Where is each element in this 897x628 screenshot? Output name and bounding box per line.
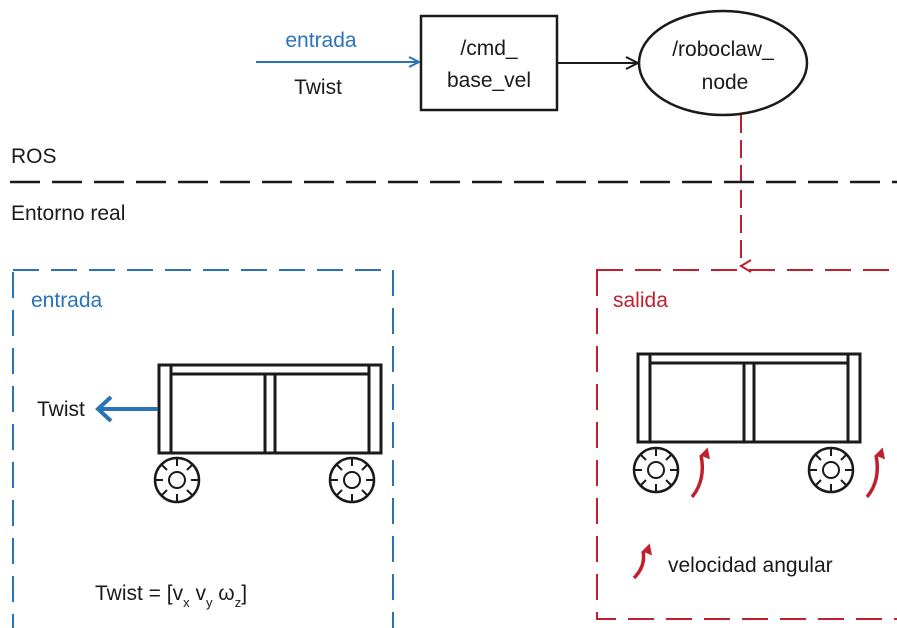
twist-output-arrow-head [95,395,113,423]
input-panel-title: entrada [31,289,103,312]
node-ellipse [637,9,809,117]
rotation-arrow-icon [865,447,886,499]
output-panel-title: salida [613,289,668,312]
wheel-icon [328,456,376,504]
wheel-icon [632,446,680,494]
topic-box [419,14,559,112]
wheel-icon [807,446,855,494]
rotation-arrow-icon [690,447,711,499]
real-env-label: Entorno real [11,202,125,225]
twist-formula: Twist = [vx vy ωz] [95,582,247,610]
node-label-line1: /roboclaw_ [672,38,774,61]
output-robot-chassis [636,352,862,444]
node-label-line2: node [702,71,749,94]
topic-label-line2: base_vel [447,69,531,92]
angular-velocity-legend-label: velocidad angular [668,554,833,577]
output-panel [596,269,897,620]
input-robot-chassis [157,363,383,455]
ros-label: ROS [11,145,57,168]
topic-label-line1: /cmd_ [460,37,518,60]
wheel-icon [153,456,201,504]
input-robot [153,363,383,504]
twist-label: Twist [37,398,85,421]
input-arrow-label-top: entrada [285,29,357,52]
rotation-arrow-icon [632,543,653,580]
input-panel [12,269,394,628]
output-robot [632,352,862,494]
input-arrow-label-bottom: Twist [294,76,342,99]
